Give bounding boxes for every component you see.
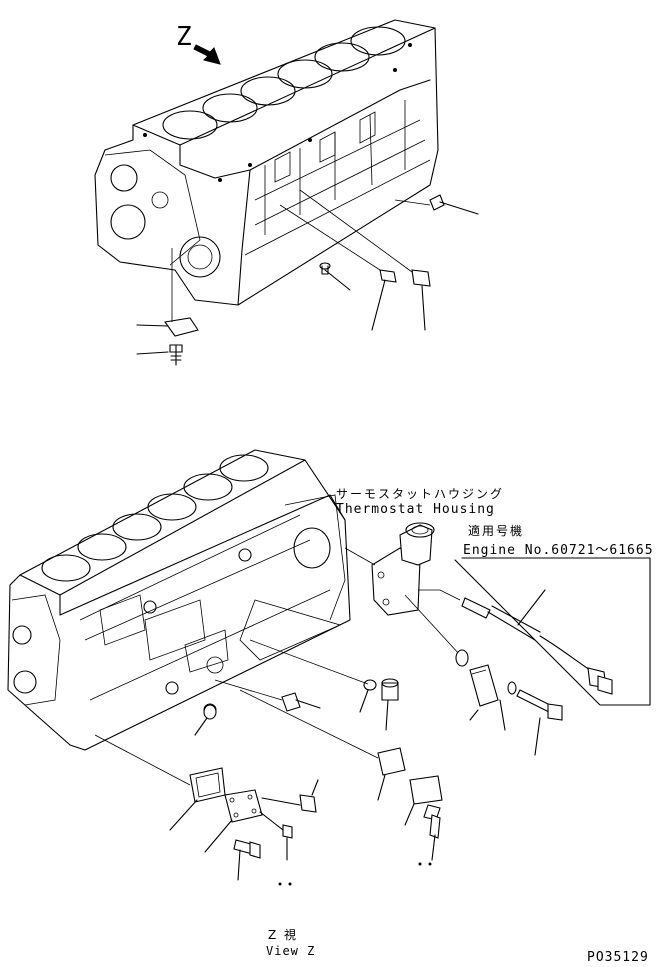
direction-arrow-icon [193,44,221,65]
top-parts [136,189,479,366]
housing-parts [455,649,563,756]
view-z-marker: Z [176,22,192,52]
view-caption-en: View Z [266,944,316,958]
engine-serial-range: Engine No.60721～61665 [463,543,654,558]
thermostat-housing-label-en: Thermostat Housing [336,502,495,517]
cover-plates [94,689,443,886]
view-caption-ja: Z 視 [268,928,299,942]
bottom-plugs [194,639,399,736]
bottom-cylinder-block [7,449,351,751]
top-cylinder-block [94,19,439,306]
applicable-serial-label-ja: 適用号機 [468,524,525,538]
thermostat-housing [344,522,461,656]
engine-serial-box [454,557,651,706]
drawing-number: PO35129 [587,950,649,965]
thermostat-housing-label-ja: サーモスタットハウジング [336,487,505,501]
